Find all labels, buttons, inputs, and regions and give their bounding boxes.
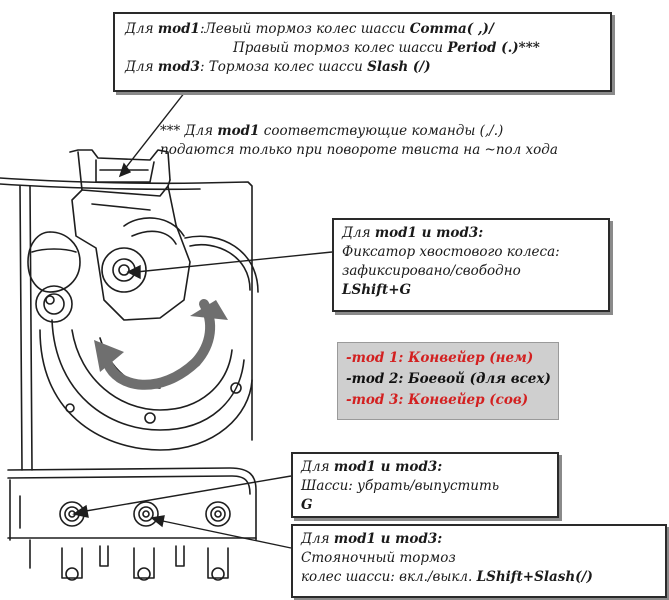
- parking-line-1: Для mod1 и mod3:: [301, 531, 443, 547]
- mode-legend: -mod 1: Конвейер (нем) -mod 2: Боевой (д…: [337, 342, 559, 420]
- brakes-line-1: Для mod1:Левый тормоз колес шасси Comma(…: [125, 21, 494, 37]
- wheel-brakes-callout: Для mod1:Левый тормоз колес шасси Comma(…: [113, 12, 612, 92]
- mode-1-label: -mod 1: Конвейер (нем): [346, 350, 534, 366]
- parking-line-3: колес шасси: вкл./выкл. LShift+Slash(/): [301, 569, 593, 585]
- parking-line-2: Стояночный тормоз: [301, 550, 456, 566]
- footnote-line-1: *** Для mod1 соответствующие команды (,/…: [160, 123, 504, 139]
- landing-gear-callout: Для mod1 и mod3: Шасси: убрать/выпустить…: [291, 452, 559, 518]
- parking-brake-callout: Для mod1 и mod3: Стояночный тормоз колес…: [291, 524, 667, 598]
- footnote-line-2: подаются только при повороте твиста на ~…: [160, 142, 558, 158]
- tailwheel-line-2: Фиксатор хвостового колеса:: [342, 244, 560, 260]
- brakes-line-3: Для mod3: Тормоза колес шасси Slash (/): [125, 59, 431, 75]
- gear-key: G: [301, 497, 313, 513]
- tailwheel-line-3: зафиксировано/свободно: [342, 263, 521, 279]
- tailwheel-line-1: Для mod1 и mod3:: [342, 225, 484, 241]
- gear-line-1: Для mod1 и mod3:: [301, 459, 443, 475]
- mode-2-label: -mod 2: Боевой (для всех): [346, 371, 551, 387]
- mode-3-label: -mod 3: Конвейер (сов): [346, 392, 529, 408]
- gear-line-2: Шасси: убрать/выпустить: [301, 478, 500, 494]
- brakes-line-2: Правый тормоз колес шасси Period (.)***: [233, 40, 540, 56]
- tailwheel-lock-callout: Для mod1 и mod3: Фиксатор хвостового кол…: [332, 218, 610, 312]
- tailwheel-key: LShift+G: [342, 282, 412, 298]
- brakes-footnote: *** Для mod1 соответствующие команды (,/…: [160, 122, 558, 160]
